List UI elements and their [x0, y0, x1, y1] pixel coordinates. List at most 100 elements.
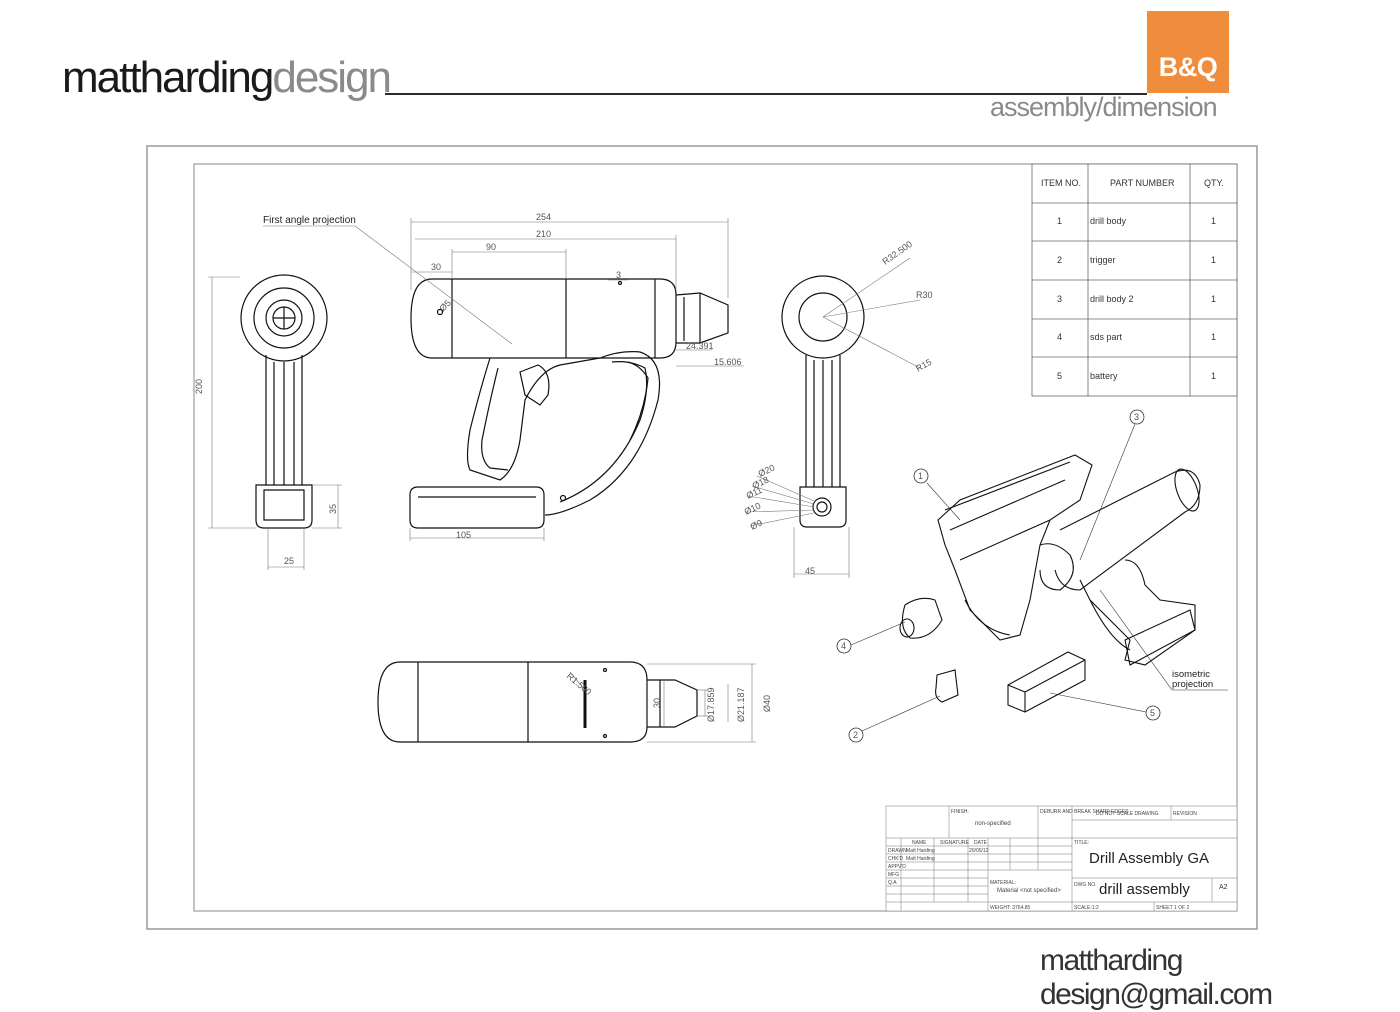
bom-row-3-qty: 1: [1211, 294, 1216, 304]
footer-email[interactable]: mattharding design@gmail.com: [1040, 944, 1273, 1011]
bom-row-5-qty: 1: [1211, 371, 1216, 381]
bom-row-3-item: 3: [1057, 294, 1062, 304]
isometric-view: [899, 454, 1201, 713]
dim-d21-187: Ø21.187: [736, 687, 746, 722]
brand-part-2: design: [272, 53, 392, 102]
dim-r15: R15: [914, 357, 933, 374]
svg-text:2: 2: [853, 730, 858, 740]
dim-d9: Ø9: [749, 518, 764, 532]
label-isometric-2: projection: [1172, 679, 1213, 690]
svg-text:3: 3: [1134, 412, 1139, 422]
brand-logotype: matthardingdesign: [62, 53, 392, 102]
bom-header-part: PART NUMBER: [1110, 178, 1175, 188]
dim-width-25: 25: [284, 556, 294, 566]
tb-row-drawn: DRAWN: [888, 848, 907, 854]
tb-revision: REVISION: [1173, 811, 1197, 817]
tb-material: Material <not specified>: [997, 888, 1061, 894]
tb-sheet: SHEET 1 OF 2: [1156, 905, 1189, 911]
bom-table: ITEM NO. PART NUMBER QTY. 1 drill body 1…: [1031, 163, 1238, 397]
balloon-3: 3: [1129, 409, 1145, 425]
label-isometric-1: isometric: [1172, 669, 1210, 680]
tb-row-chkd: CHK'D: [888, 856, 904, 862]
balloon-4: 4: [836, 638, 852, 654]
dim-15-606: 15.606: [714, 357, 742, 367]
dim-d40: Ø40: [762, 695, 772, 712]
title-block: [885, 805, 1238, 912]
bom-row-4-item: 4: [1057, 332, 1062, 342]
front-view-dimensions: [263, 218, 744, 541]
tb-col-signature: SIGNATURE: [940, 840, 969, 846]
svg-text:5: 5: [1150, 708, 1155, 718]
tb-deburr: DEBURR AND BREAK SHARP EDGES: [1040, 809, 1129, 815]
side-view-dimensions: [208, 276, 342, 570]
side-view: [240, 274, 328, 529]
bom-row-1-part: drill body: [1090, 216, 1127, 226]
sheet-inner-border: [193, 163, 1238, 912]
tb-weight: WEIGHT: 3764.85: [990, 905, 1031, 911]
dim-overall-254: 254: [536, 212, 551, 222]
tb-title: Drill Assembly GA: [1089, 850, 1209, 867]
bom-header-qty: QTY.: [1204, 178, 1224, 188]
dim-foot-35: 35: [328, 504, 338, 514]
tb-chkd-name: Matt Harding: [906, 856, 935, 862]
dim-height-200: 200: [194, 379, 204, 394]
bom-row-1-qty: 1: [1211, 216, 1216, 226]
dim-end-base-45: 45: [805, 566, 815, 576]
balloon-2: 2: [848, 727, 864, 743]
dim-d17-859: Ø17.859: [706, 687, 716, 722]
dim-base-105: 105: [456, 530, 471, 540]
dim-top-30: 30: [652, 698, 662, 708]
tb-material-label: MATERIAL:: [990, 880, 1016, 886]
front-view: [409, 278, 729, 529]
tb-drawn-name: Matt Harding: [906, 848, 935, 854]
tb-finish-value: non-specified: [975, 821, 1011, 827]
dim-r1-5: R1.500: [565, 671, 594, 697]
bom-row-2-item: 2: [1057, 255, 1062, 265]
bq-logo-text: B&Q: [1158, 52, 1218, 82]
dim-grip-90: 90: [486, 242, 496, 252]
tb-scale: SCALE:1:2: [1074, 905, 1099, 911]
svg-text:1: 1: [918, 471, 923, 481]
drawing-sheet: 200 35 25: [146, 145, 1258, 930]
dim-r30: R30: [916, 290, 933, 300]
dim-r32-5: R32.500: [880, 239, 914, 267]
tb-finish-label: FINISH:: [951, 809, 969, 815]
sheet-outer-border: [146, 145, 1258, 930]
bq-logo: B&Q: [1147, 11, 1229, 93]
bom-row-4-part: sds part: [1090, 332, 1123, 342]
dim-body-210: 210: [536, 229, 551, 239]
dim-d10: Ø10: [743, 501, 763, 517]
tb-drawn-date: 20/05/12: [969, 848, 989, 854]
top-view-dimensions: [569, 663, 756, 743]
dim-24-391: 24.391: [686, 341, 714, 351]
title-block-text: FINISH: non-specified DEBURR AND BREAK S…: [888, 809, 1228, 911]
bom-row-2-part: trigger: [1090, 255, 1116, 265]
top-view: [377, 661, 698, 743]
bom-header-item: ITEM NO.: [1041, 178, 1081, 188]
tb-col-name: NAME: [912, 840, 927, 846]
tb-dwg-no: drill assembly: [1099, 881, 1190, 898]
brand-part-1: mattharding: [62, 53, 274, 102]
balloon-leaders: [850, 423, 1228, 732]
tb-row-mfg: MFG: [888, 872, 899, 878]
dim-small-3: 3: [616, 270, 621, 280]
tb-row-appvd: APPV'D: [888, 864, 906, 870]
tb-col-date: DATE: [974, 840, 988, 846]
bom-row-5-part: battery: [1090, 371, 1118, 381]
balloon-5: 5: [1145, 705, 1161, 721]
bom-row-5-item: 5: [1057, 371, 1062, 381]
bom-row-3-part: drill body 2: [1090, 294, 1134, 304]
dim-hole-5: Ø5: [437, 298, 453, 314]
dim-nose-30: 30: [431, 262, 441, 272]
tb-title-label: TITLE:: [1074, 840, 1089, 846]
tb-row-qa: Q.A: [888, 880, 897, 886]
page-subtitle: assembly/dimension: [990, 92, 1218, 122]
bom-row-1-item: 1: [1057, 216, 1062, 226]
tb-dwg-label: DWG NO.: [1074, 882, 1097, 888]
bom-row-2-qty: 1: [1211, 255, 1216, 265]
header-rule: [385, 93, 1147, 95]
tb-size: A2: [1219, 884, 1228, 891]
label-first-angle: First angle projection: [263, 215, 356, 226]
end-view: [781, 275, 865, 528]
balloon-1: 1: [913, 468, 929, 484]
